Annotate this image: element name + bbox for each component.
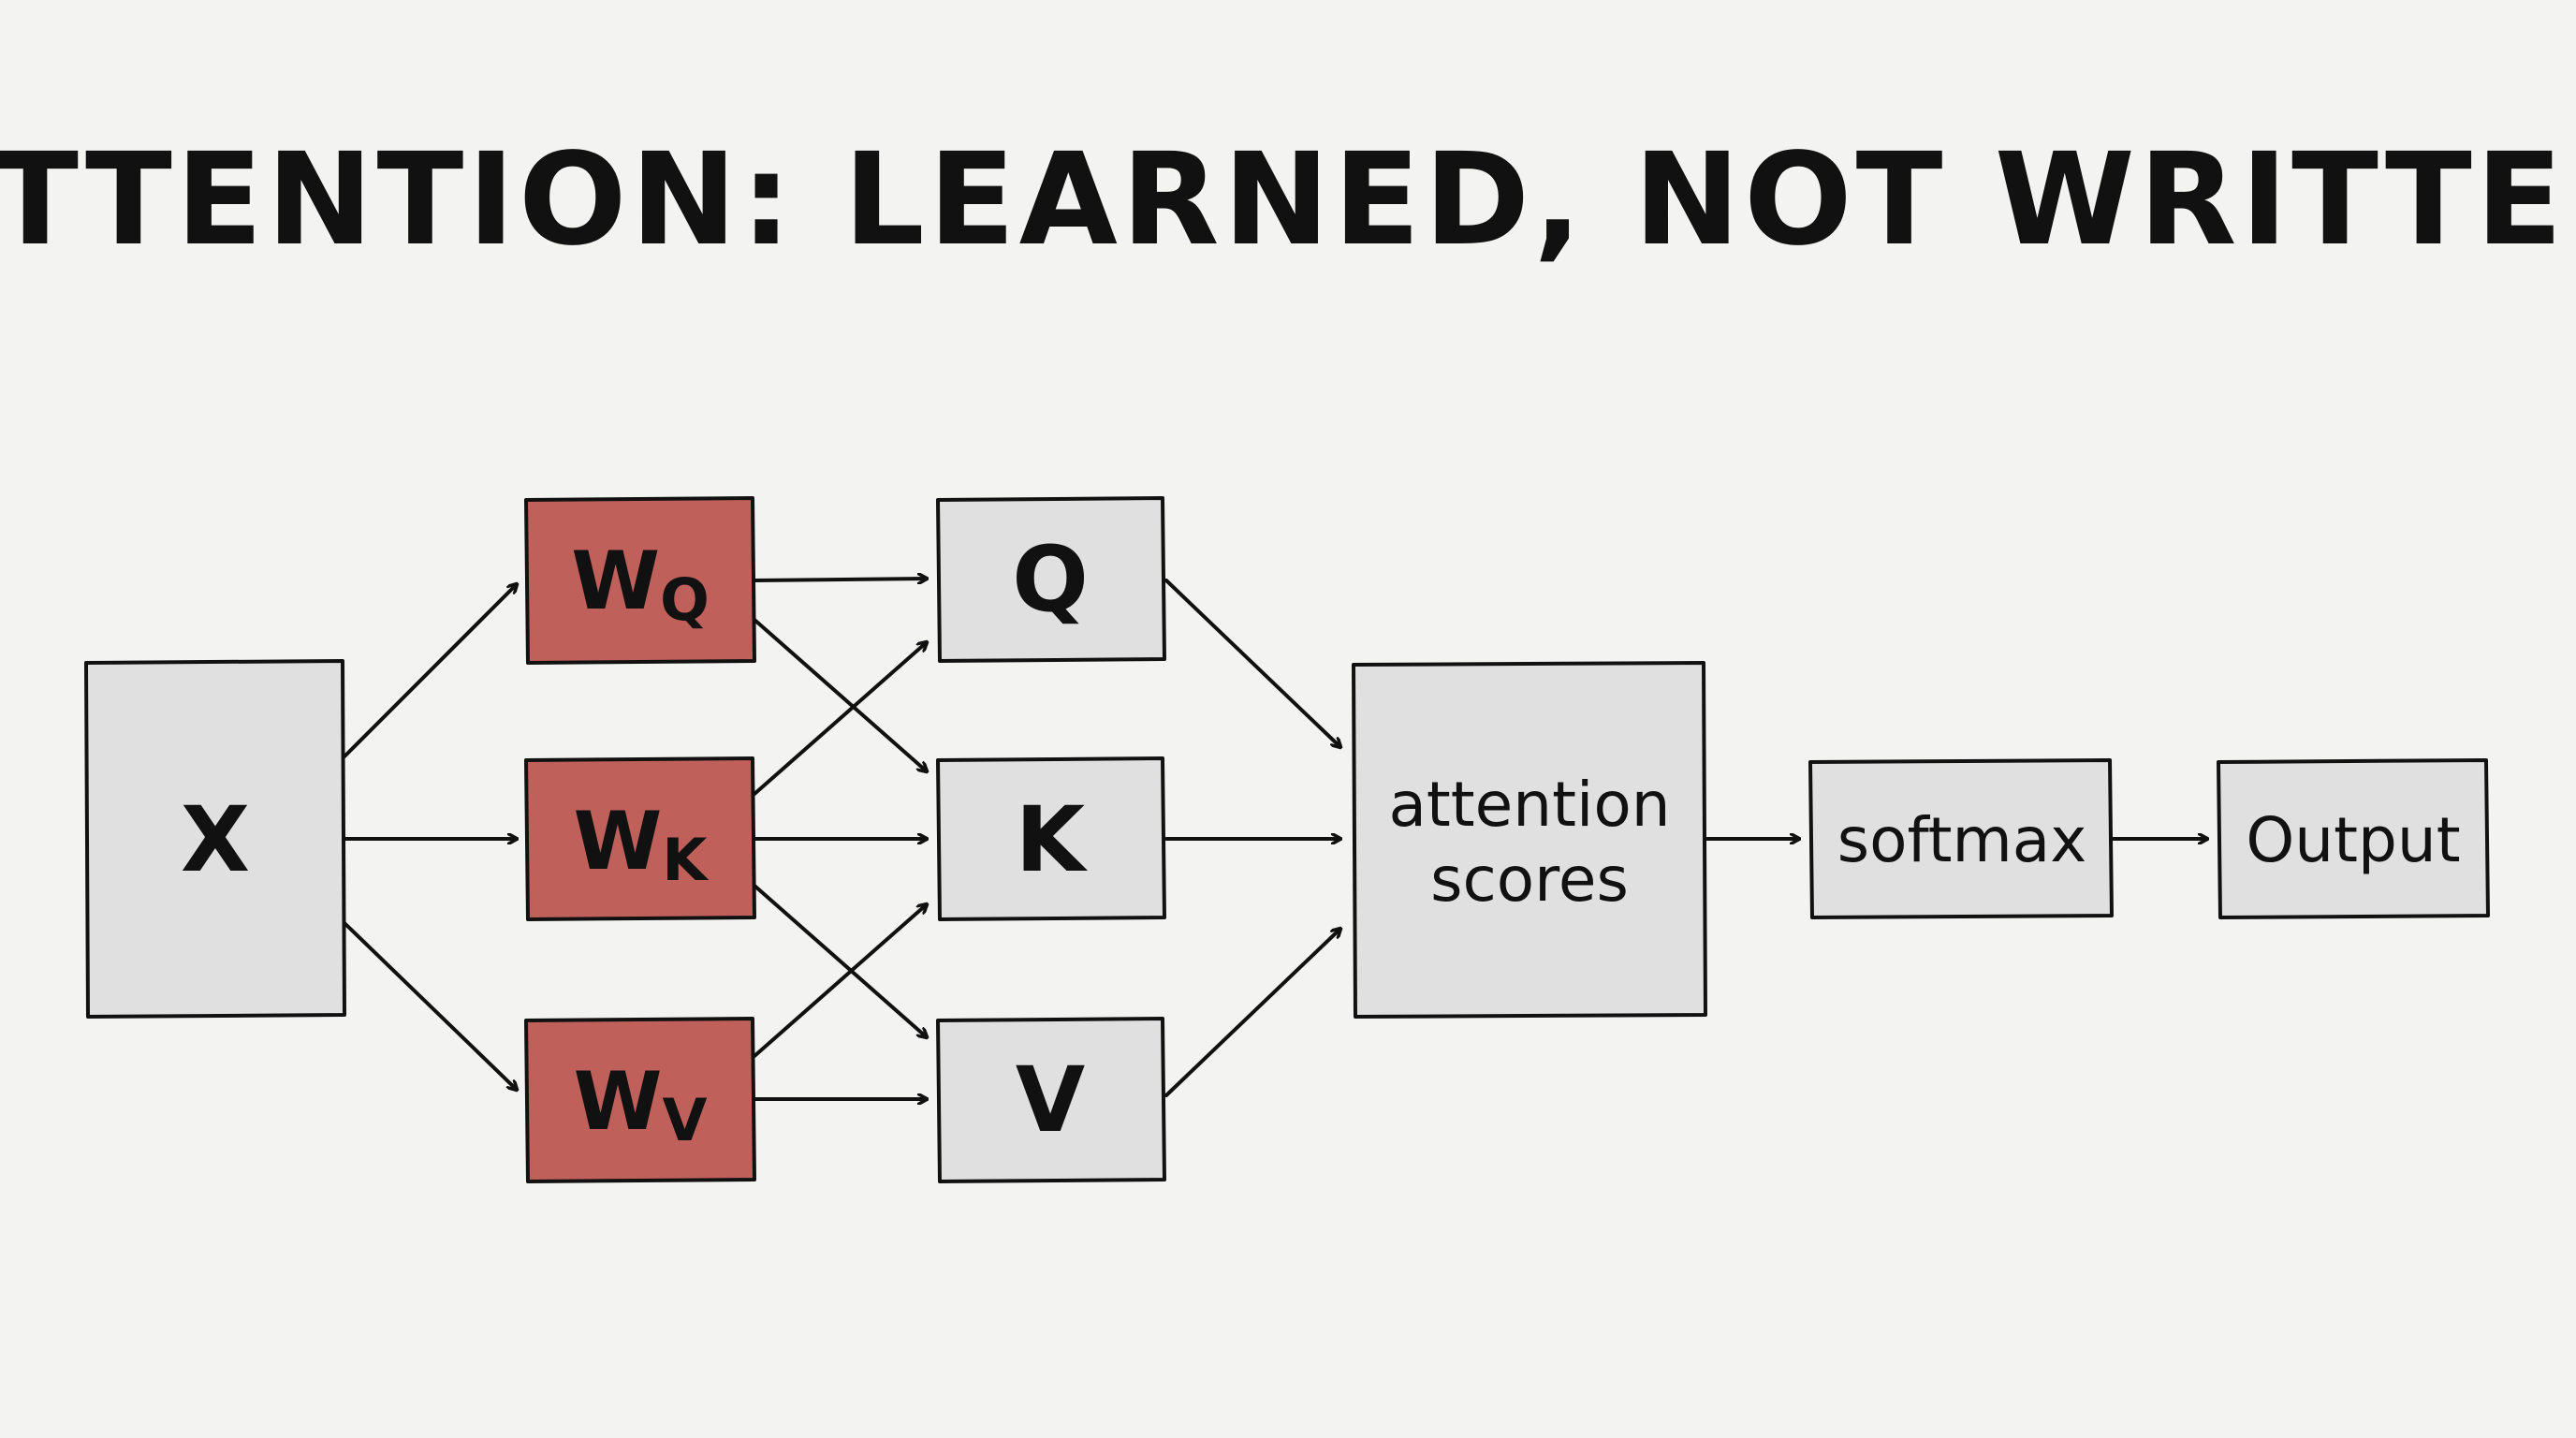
wk-label: WK <box>574 795 710 894</box>
output-box <box>2217 758 2490 919</box>
input-x-node: X <box>84 659 346 1019</box>
v-label: V <box>1016 1048 1085 1152</box>
attention-box <box>1352 661 1707 1019</box>
wv-sub: V <box>662 1086 707 1154</box>
attention-label-line1: attention <box>1388 769 1670 841</box>
wq-main: W <box>571 535 660 628</box>
wq-label: WQ <box>571 535 710 634</box>
wv-box <box>524 1017 756 1183</box>
softmax-node: softmax <box>1808 758 2114 919</box>
output-node: Output <box>2217 758 2490 919</box>
arrow-wk-to-v <box>753 884 927 1037</box>
v-box <box>936 1017 1166 1183</box>
page-title: ATTENTION: LEARNED, NOT WRITTEN <box>0 126 2576 274</box>
query-node: Q <box>936 496 1166 663</box>
q-box <box>936 496 1166 663</box>
arrow-x-to-wv <box>343 921 517 1090</box>
k-box <box>936 756 1166 921</box>
arrow-x-to-wq <box>343 584 517 758</box>
key-node: K <box>936 756 1166 921</box>
x-box <box>84 659 346 1019</box>
wv-main: W <box>574 1055 663 1149</box>
weight-k-node: WK <box>524 756 756 921</box>
output-label: Output <box>2246 804 2460 876</box>
wq-box <box>524 496 756 665</box>
arrow-wq-to-k <box>753 618 927 771</box>
wk-sub: K <box>662 826 709 894</box>
softmax-label: softmax <box>1837 804 2087 876</box>
arrow-wq-to-q <box>753 579 927 580</box>
arrow-v-to-attention <box>1164 929 1340 1097</box>
softmax-box <box>1808 758 2114 919</box>
wq-sub: Q <box>660 565 710 634</box>
wv-label: WV <box>574 1055 708 1154</box>
arrow-wv-to-k <box>753 904 927 1058</box>
weight-q-node: WQ <box>524 496 756 665</box>
wk-box <box>524 756 756 921</box>
attention-label-line2: scores <box>1430 844 1629 916</box>
weight-v-node: WV <box>524 1017 756 1183</box>
q-label: Q <box>1012 527 1089 632</box>
attention-scores-node: attention scores <box>1352 661 1707 1019</box>
x-label: X <box>181 787 250 892</box>
wk-main: W <box>574 795 663 888</box>
arrows <box>343 579 2209 1099</box>
arrow-q-to-attention <box>1164 579 1340 747</box>
k-label: K <box>1016 787 1089 892</box>
value-node: V <box>936 1017 1166 1183</box>
arrow-wk-to-q <box>753 642 927 796</box>
